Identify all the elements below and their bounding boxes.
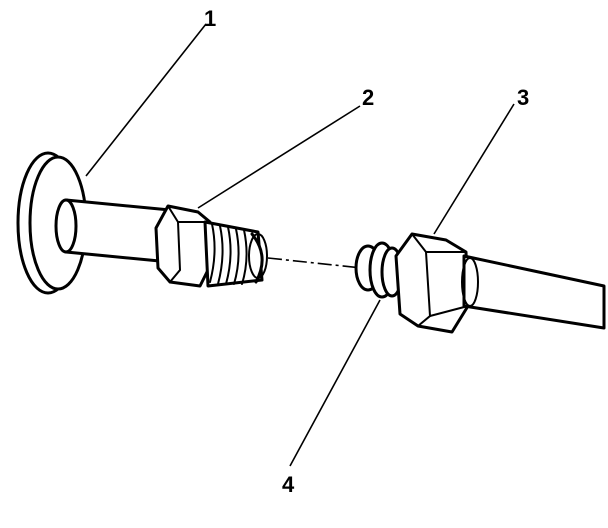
thread-ridges xyxy=(209,223,248,285)
leader-line-4 xyxy=(289,299,381,467)
center-axis-line xyxy=(267,257,363,269)
callout-2: 2 xyxy=(362,85,374,110)
part-1-flange xyxy=(16,151,172,295)
leader-line-2 xyxy=(197,105,361,209)
part-4-seal-washer xyxy=(354,241,404,299)
callout-4: 4 xyxy=(282,472,295,497)
leader-lines xyxy=(85,23,515,467)
leader-line-1 xyxy=(85,23,207,177)
part-2-male-nut xyxy=(154,204,268,288)
leader-line-3 xyxy=(433,103,515,235)
callout-1: 1 xyxy=(204,6,216,31)
part-3-female-nut xyxy=(394,232,606,334)
callout-3: 3 xyxy=(517,85,529,110)
